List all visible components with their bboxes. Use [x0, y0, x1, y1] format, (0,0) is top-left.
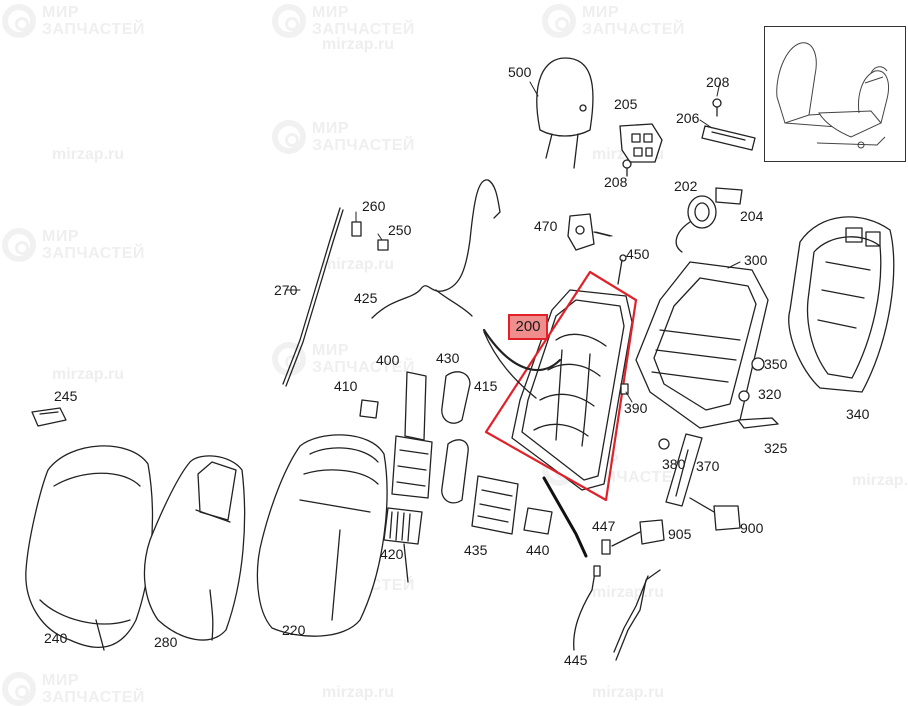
label-900[interactable]: 900: [740, 520, 764, 536]
label-370[interactable]: 370: [696, 458, 720, 474]
label-400[interactable]: 400: [376, 352, 400, 368]
label-425[interactable]: 425: [354, 290, 378, 306]
part-340-back-panel[interactable]: [788, 216, 895, 393]
part-300-backrest-frame[interactable]: [635, 261, 769, 429]
part-380-bolt[interactable]: [658, 438, 670, 450]
label-250[interactable]: 250: [388, 222, 412, 238]
cable-black: [542, 476, 588, 558]
part-320-bolt[interactable]: [738, 390, 750, 402]
part-280-backrest-cover[interactable]: [143, 455, 246, 641]
label-500[interactable]: 500: [508, 64, 532, 80]
part-430-cover[interactable]: [441, 371, 471, 424]
label-240[interactable]: 240: [44, 630, 68, 646]
highlight-frame: [484, 270, 638, 502]
part-390-bolt[interactable]: [620, 383, 629, 395]
part-400-panel[interactable]: [404, 371, 427, 441]
part-500-headrest[interactable]: [536, 57, 594, 169]
part-435-lumbar[interactable]: [441, 439, 519, 535]
label-270[interactable]: 270: [274, 282, 298, 298]
part-205-guide-bracket[interactable]: [619, 123, 663, 163]
part-270-rod[interactable]: [282, 207, 344, 387]
part-410-plate[interactable]: [359, 399, 379, 419]
part-905-connector[interactable]: [611, 519, 665, 547]
label-206[interactable]: 206: [676, 110, 700, 126]
highlight-label-200[interactable]: 200: [508, 314, 548, 340]
label-220[interactable]: 220: [282, 622, 306, 638]
part-325-strip[interactable]: [737, 417, 779, 429]
label-300[interactable]: 300: [744, 252, 768, 268]
label-447[interactable]: 447: [592, 518, 616, 534]
label-470[interactable]: 470: [534, 218, 558, 234]
label-202[interactable]: 202: [674, 178, 698, 194]
part-445-cable[interactable]: [573, 565, 661, 661]
part-415-wire[interactable]: [483, 331, 537, 399]
label-410[interactable]: 410: [334, 378, 358, 394]
part-202-module[interactable]: [675, 195, 717, 253]
part-420-heating-pad[interactable]: [383, 507, 423, 583]
seat-overview-inset: [764, 26, 906, 162]
label-340[interactable]: 340: [846, 406, 870, 422]
part-220-backrest-cover[interactable]: [256, 434, 388, 637]
label-205[interactable]: 205: [614, 96, 638, 112]
label-245[interactable]: 245: [54, 388, 78, 404]
label-260[interactable]: 260: [362, 198, 386, 214]
label-320[interactable]: 320: [758, 386, 782, 402]
label-208-top[interactable]: 208: [706, 74, 730, 90]
label-380[interactable]: 380: [662, 456, 686, 472]
label-350[interactable]: 350: [764, 356, 788, 372]
part-900-connector[interactable]: [689, 497, 741, 531]
label-905[interactable]: 905: [668, 526, 692, 542]
label-390[interactable]: 390: [624, 400, 648, 416]
label-450[interactable]: 450: [626, 246, 650, 262]
part-245-clip[interactable]: [31, 407, 67, 427]
label-208-bottom[interactable]: 208: [604, 174, 628, 190]
part-208-screw[interactable]: [622, 159, 632, 177]
seat-overview-drawing: [776, 42, 889, 149]
part-470-actuator[interactable]: [567, 213, 611, 251]
label-280[interactable]: 280: [154, 634, 178, 650]
part-425-cable[interactable]: [371, 179, 501, 319]
label-204[interactable]: 204: [740, 208, 764, 224]
part-400-mat[interactable]: [391, 435, 433, 499]
part-370-cover[interactable]: [665, 433, 703, 507]
part-250-clip[interactable]: [377, 239, 389, 251]
label-445[interactable]: 445: [564, 652, 588, 668]
part-447-plug[interactable]: [601, 539, 611, 555]
part-450-bolt[interactable]: [617, 254, 627, 285]
part-200-backrest-frame[interactable]: [511, 289, 633, 491]
label-430[interactable]: 430: [436, 350, 460, 366]
leader-lines: [285, 81, 741, 403]
part-204-switch[interactable]: [715, 187, 743, 205]
part-440-module[interactable]: [523, 507, 553, 535]
label-435[interactable]: 435: [464, 542, 488, 558]
cable-black-upper: [482, 328, 562, 372]
label-420[interactable]: 420: [380, 546, 404, 562]
part-260-clip[interactable]: [351, 221, 362, 237]
part-240-backrest-cover[interactable]: [25, 445, 154, 651]
label-440[interactable]: 440: [526, 542, 550, 558]
part-206-plate[interactable]: [701, 125, 756, 151]
part-350-bolt[interactable]: [751, 357, 765, 371]
label-415[interactable]: 415: [474, 378, 498, 394]
label-325[interactable]: 325: [764, 440, 788, 456]
part-208-screw[interactable]: [712, 98, 722, 117]
